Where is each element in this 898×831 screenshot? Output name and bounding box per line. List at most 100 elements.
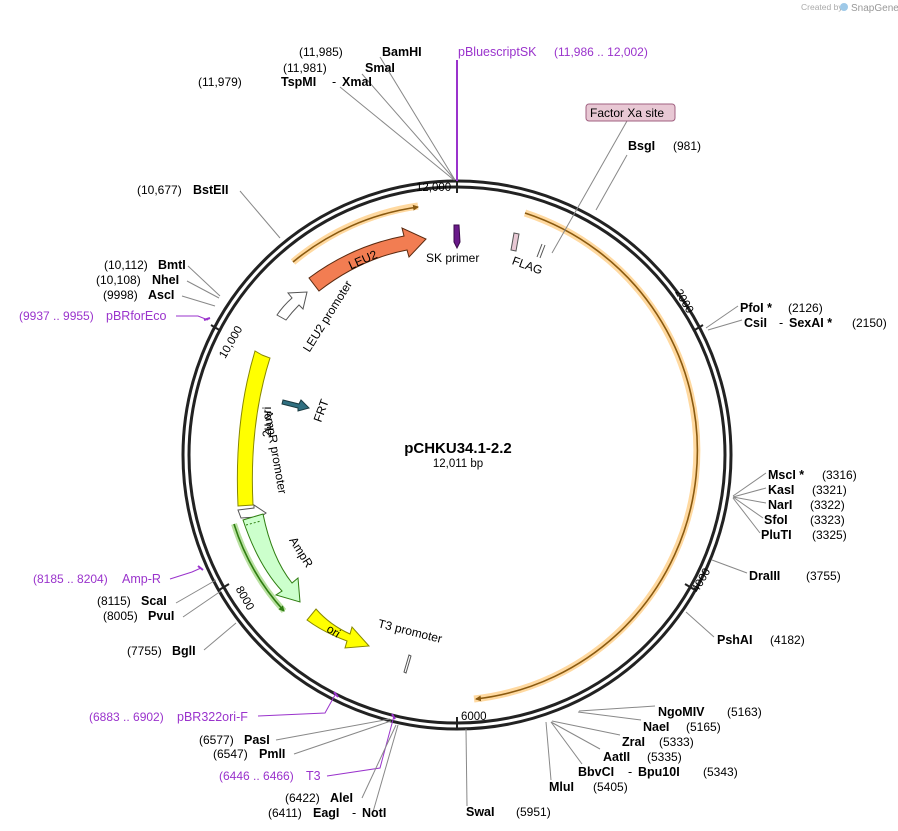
alei-name[interactable]: AleI	[330, 791, 353, 805]
bsgi-name[interactable]: BsgI	[628, 139, 655, 153]
msci-name[interactable]: MscI *	[768, 468, 804, 482]
frt-label: FRT	[311, 397, 332, 424]
factor-xa-mark-2	[539, 244, 546, 259]
ampr-primer-name[interactable]: Amp-R	[122, 572, 161, 586]
asci-name[interactable]: AscI	[148, 288, 174, 302]
smai-leader	[361, 73, 456, 181]
ampr-feature-arrow[interactable]	[242, 513, 301, 603]
leu2-promoter-label: LEU2 promoter	[300, 278, 355, 354]
pbrforeco-name[interactable]: pBRforEco	[106, 309, 166, 323]
snapgene-logo-icon	[840, 3, 848, 11]
ori-label: ori	[324, 622, 343, 641]
tspmi-name[interactable]: TspMI	[281, 75, 316, 89]
mlui-name[interactable]: MluI	[549, 780, 574, 794]
asci-leader	[181, 295, 216, 307]
ngomiv-leader	[578, 705, 656, 712]
scai-pos: (8115)	[97, 594, 131, 608]
sk-primer-label: SK primer	[426, 251, 479, 265]
bmti-leader	[187, 265, 221, 297]
leu2-promoter-arrow[interactable]	[276, 291, 308, 321]
naei-name[interactable]: NaeI	[643, 720, 669, 734]
zrai-name[interactable]: ZraI	[622, 735, 645, 749]
bgli-name[interactable]: BglI	[172, 644, 196, 658]
pasi-name[interactable]: PasI	[244, 733, 270, 747]
asci-pos: (9998)	[103, 288, 138, 302]
t3-promoter-arrow[interactable]	[403, 654, 412, 674]
naei-leader	[577, 711, 642, 721]
scai-leader	[175, 579, 217, 604]
zrai-pos: (5333)	[659, 735, 694, 749]
pmli-name[interactable]: PmlI	[259, 747, 285, 761]
pshai-name[interactable]: PshAI	[717, 633, 752, 647]
swai-pos: (5951)	[516, 805, 551, 819]
aatii-leader	[550, 721, 601, 750]
nhei-name[interactable]: NheI	[152, 273, 179, 287]
bmti-name[interactable]: BmtI	[158, 258, 186, 272]
pasi-leader	[275, 718, 391, 741]
kasi-pos: (3321)	[812, 483, 847, 497]
nari-name[interactable]: NarI	[768, 498, 792, 512]
sexai-name[interactable]: SexAI *	[789, 316, 832, 330]
bbvci-name[interactable]: BbvCI	[578, 765, 614, 779]
sk-primer-feature[interactable]	[453, 224, 461, 250]
factor-xa-leader	[551, 120, 628, 254]
pluti-leader	[732, 497, 761, 534]
credit-prefix: Created by	[801, 2, 843, 12]
nhei-leader	[186, 280, 220, 299]
bbvci-leader	[550, 721, 583, 765]
bamhi-name[interactable]: BamHI	[382, 45, 422, 59]
bbvci-pos: (5343)	[703, 765, 738, 779]
flag-feature[interactable]	[510, 232, 520, 252]
tick-label-12000: 12,000	[416, 182, 451, 194]
aatii-pos: (5335)	[647, 750, 682, 764]
smai-name[interactable]: SmaI	[365, 61, 395, 75]
leu2-feature-arrow[interactable]	[308, 227, 427, 292]
eagi-name[interactable]: EagI	[313, 806, 339, 820]
bmti-pos: (10,112)	[104, 258, 148, 272]
pbr322ori-range: (6883 .. 6902)	[89, 710, 164, 724]
flag-label: FLAG	[510, 254, 544, 278]
ampr-primer-mark	[197, 565, 204, 571]
nhei-pos: (10,108)	[96, 273, 141, 287]
mlui-pos: (5405)	[593, 780, 628, 794]
ori-feature-arrow[interactable]	[306, 608, 371, 649]
msci-pos: (3316)	[822, 468, 857, 482]
bsgi-pos: (981)	[673, 139, 701, 153]
swai-name[interactable]: SwaI	[466, 805, 495, 819]
t3-primer-range: (6446 .. 6466)	[219, 769, 294, 783]
ampr-signal-mark	[245, 520, 262, 526]
pvui-name[interactable]: PvuI	[148, 609, 174, 623]
bamhi-pos: (11,985)	[299, 45, 343, 59]
zrai-leader	[551, 720, 621, 736]
draiii-leader	[711, 559, 748, 574]
eagi-sep: -	[352, 806, 356, 820]
noti-name[interactable]: NotI	[362, 806, 386, 820]
tick-4000	[684, 583, 696, 591]
alei-pos: (6422)	[285, 791, 320, 805]
pbluescriptsk-range: (11,986 .. 12,002)	[554, 45, 648, 59]
bsgi-leader	[595, 154, 628, 211]
aatii-name[interactable]: AatII	[603, 750, 630, 764]
factor-xa-box[interactable]	[585, 103, 676, 122]
kasi-name[interactable]: KasI	[768, 483, 794, 497]
two-micron-ori-feature[interactable]	[236, 350, 271, 507]
csii-name[interactable]: CsiI	[744, 316, 767, 330]
t3-primer-name[interactable]: T3	[306, 769, 321, 783]
frt-feature[interactable]	[281, 399, 310, 412]
pbr322ori-name[interactable]: pBR322ori-F	[177, 710, 248, 724]
draiii-name[interactable]: DraIII	[749, 569, 780, 583]
sfoi-name[interactable]: SfoI	[764, 513, 788, 527]
pshai-leader	[685, 611, 715, 638]
pbr322ori-mark	[333, 691, 339, 698]
bpu10i-name[interactable]: Bpu10I	[638, 765, 680, 779]
ngomiv-name[interactable]: NgoMIV	[658, 705, 705, 719]
xmai-name[interactable]: XmaI	[342, 75, 372, 89]
pbrforeco-range: (9937 .. 9955)	[19, 309, 94, 323]
scai-name[interactable]: ScaI	[141, 594, 167, 608]
draiii-pos: (3755)	[806, 569, 841, 583]
pluti-name[interactable]: PluTI	[761, 528, 792, 542]
csii-pos: (2150)	[852, 316, 887, 330]
pfoi-name[interactable]: PfoI *	[740, 301, 772, 315]
bsteii-name[interactable]: BstEII	[193, 183, 228, 197]
bgli-pos: (7755)	[127, 644, 162, 658]
